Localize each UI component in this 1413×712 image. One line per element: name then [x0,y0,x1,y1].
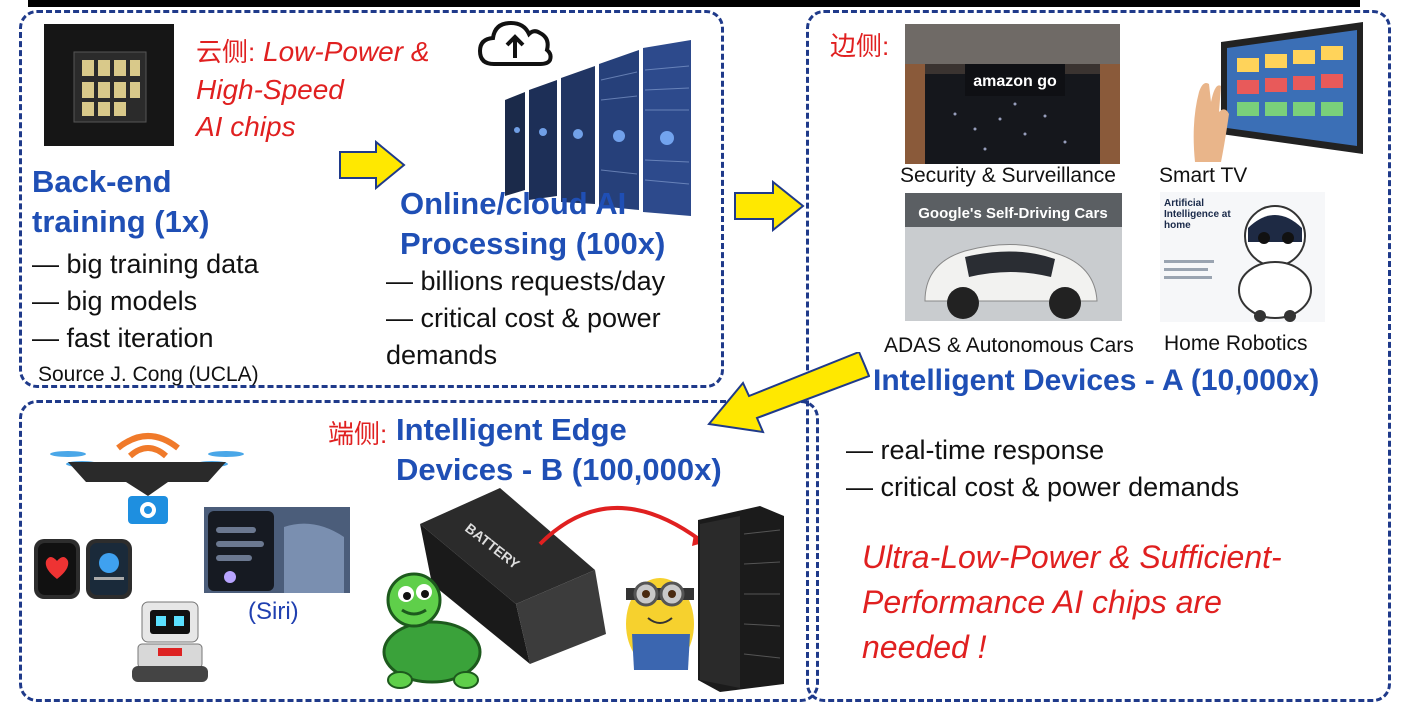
siri-phone-image [204,507,350,593]
edge-a-point: — critical cost & power demands [846,472,1240,502]
chip-line-3: AI chips [196,111,296,142]
online-points: — billions requests/day — critical cost … [386,263,665,374]
home-robot-image: Artificial Intelligence at home [1160,192,1325,322]
training-point: — big models [32,286,198,316]
arrow-cloud-to-devices [733,180,805,232]
edge-a-points: — real-time response — critical cost & p… [846,432,1239,506]
self-driving-car-image: Google's Self-Driving Cars [905,193,1122,321]
training-title-line-1: Back-end [32,164,172,199]
online-point: — billions requests/day [386,266,666,296]
arrow-devices-to-edge [705,352,870,446]
training-chip-image [44,24,174,146]
arrow-training-to-online [338,140,408,190]
edge-a-point: — real-time response [846,435,1105,465]
training-title-line-2: training (1x) [32,204,210,239]
training-point: — big training data [32,249,259,279]
edge-devices-b-panel [19,400,819,702]
cloud-upload-icon [476,14,554,70]
smart-tv-image [1185,22,1365,162]
online-processing-title: Online/cloud AI Processing (100x) [400,184,665,264]
chip-line-2: High-Speed [196,74,344,105]
edge-b-title: Intelligent Edge Devices - B (100,000x) [396,410,722,490]
cloud-panel [19,10,724,388]
edge-b-cn-label: 端侧: [328,419,388,449]
conclusion-line-1: Ultra-Low-Power & Sufficient- [862,539,1282,575]
chip-line-1: Low-Power & [263,36,430,67]
conclusion-text: Ultra-Low-Power & Sufficient- Performanc… [862,535,1282,670]
cloud-cn-label: 云侧: [196,37,256,67]
robot-poster-text: Artificial Intelligence at home [1164,198,1231,231]
smartwatch-image [30,533,135,611]
cozmo-robot-image [128,596,212,684]
battery-turtle-minion-image: BATTERY [380,484,800,696]
edge-b-title-line-2: Devices - B (100,000x) [396,452,722,487]
drone-camera-image [48,418,246,528]
caption-security: Security & Surveillance [900,164,1116,187]
online-title-line-1: Online/cloud AI [400,186,627,221]
training-points: — big training data — big models — fast … [32,246,259,357]
car-banner-text: Google's Self-Driving Cars [918,205,1107,222]
caption-adas: ADAS & Autonomous Cars [884,334,1134,357]
caption-home-robotics: Home Robotics [1164,332,1308,355]
conclusion-line-3: needed ! [862,629,987,665]
cloud-chip-requirement: 云侧: Low-Power & High-Speed AI chips [196,33,430,145]
edge-b-title-line-1: Intelligent Edge [396,412,627,447]
training-point: — fast iteration [32,323,214,353]
amazon-go-store-image: amazon go [905,24,1120,164]
edge-a-cn-label: 边侧: [830,31,890,61]
online-point: demands [386,340,498,370]
top-border-bar [28,0,1360,7]
online-title-line-2: Processing (100x) [400,226,666,261]
store-sign-text: amazon go [973,73,1057,90]
conclusion-line-2: Performance AI chips are [862,584,1222,620]
siri-label: (Siri) [248,598,299,625]
online-point: — critical cost & power [386,303,661,333]
caption-smart-tv: Smart TV [1159,164,1248,187]
intelligent-devices-a-panel [806,10,1391,702]
source-credit: Source J. Cong (UCLA) [38,363,259,386]
training-title: Back-end training (1x) [32,162,209,242]
server-rack-image [495,40,695,216]
intelligent-devices-a-title: Intelligent Devices - A (10,000x) [873,364,1320,397]
